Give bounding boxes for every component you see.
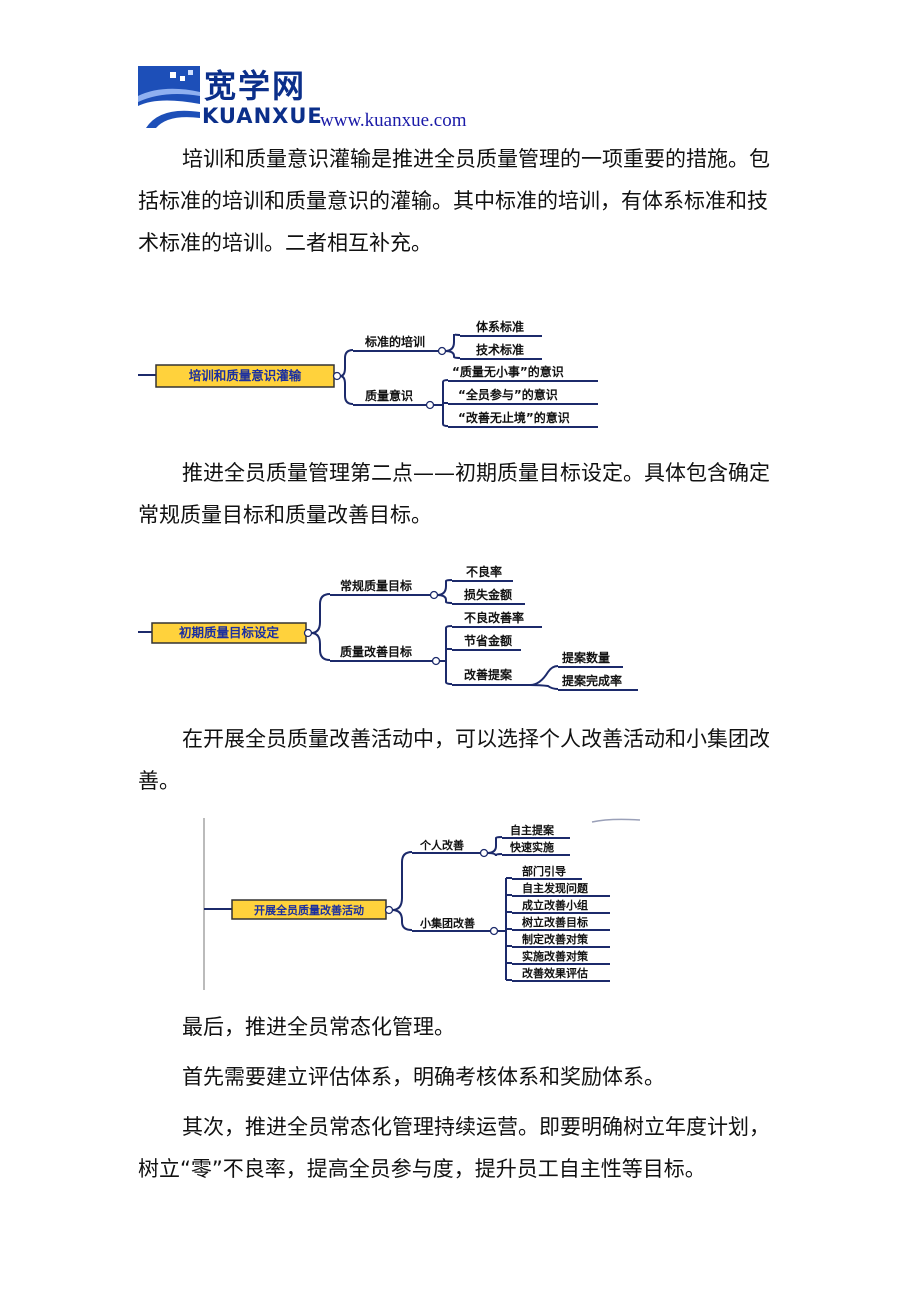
paragraph-improvement-activity: 在开展全员质量改善活动中，可以选择个人改善活动和小集团改善。 xyxy=(138,718,788,802)
paragraph-text: 最后，推进全员常态化管理。 xyxy=(182,1015,455,1039)
mindmap-quality-targets: 初期质量目标设定 常规质量目标 质量改善目标 不良率 损失金额 不良改善率 节省… xyxy=(138,562,643,698)
leaf-implement-countermeasures: 实施改善对策 xyxy=(522,949,589,963)
branch-group-improvement: 小集团改善 xyxy=(419,916,475,930)
mindmap-improvement-activity: 开展全员质量改善活动 个人改善 小集团改善 自主提案 快速实施 部门引导 自主发… xyxy=(200,818,645,992)
logo-chinese-name: 宽学网 xyxy=(204,67,307,105)
branch-regular-target: 常规质量目标 xyxy=(340,578,412,593)
branch-standard-training: 标准的培训 xyxy=(364,334,425,349)
leaf-self-proposal: 自主提案 xyxy=(510,823,555,837)
mindmap-root-label: 开展全员质量改善活动 xyxy=(254,903,364,917)
paragraph-finally: 最后，推进全员常态化管理。 xyxy=(138,1006,788,1048)
mindmap-training: 培训和质量意识灌输 标准的培训 质量意识 体系标准 技术标准 “质量无小事”的意… xyxy=(138,316,608,432)
leaf-quality-matters: “质量无小事”的意识 xyxy=(452,364,564,379)
site-header: 宽学网 KUANXUE www.kuanxue.com xyxy=(138,66,498,131)
paragraph-initial-targets: 推进全员质量管理第二点——初期质量目标设定。具体包含确定常规质量目标和质量改善目… xyxy=(138,452,788,536)
leaf-proposal-count: 提案数量 xyxy=(562,650,610,665)
leaf-defect-rate: 不良率 xyxy=(466,564,502,579)
leaf-savings-amount: 节省金额 xyxy=(464,633,512,648)
leaf-form-improvement-group: 成立改善小组 xyxy=(522,898,588,912)
site-url-link[interactable]: www.kuanxue.com xyxy=(320,110,467,131)
mindmap-root-label: 初期质量目标设定 xyxy=(179,625,280,640)
paragraph-text: 其次，推进全员常态化管理持续运营。即要明确树立年度计划，树立“零”不良率，提高全… xyxy=(138,1115,770,1181)
leaf-defect-improvement-rate: 不良改善率 xyxy=(464,610,524,625)
branch-quality-awareness: 质量意识 xyxy=(365,388,413,403)
paragraph-text: 在开展全员质量改善活动中，可以选择个人改善活动和小集团改善。 xyxy=(138,727,770,793)
logo-english-name: KUANXUE xyxy=(202,104,323,128)
branch-individual-improvement: 个人改善 xyxy=(419,838,464,852)
leaf-department-guidance: 部门引导 xyxy=(522,864,566,878)
leaf-quick-implementation: 快速实施 xyxy=(509,840,554,854)
leaf-endless-improvement: “改善无止境”的意识 xyxy=(458,410,570,425)
paragraph-text: 首先需要建立评估体系，明确考核体系和奖励体系。 xyxy=(182,1065,665,1089)
leaf-discover-problems: 自主发现问题 xyxy=(522,881,589,895)
leaf-proposal-completion-rate: 提案完成率 xyxy=(562,673,622,688)
mindmap-root-label: 培训和质量意识灌输 xyxy=(189,368,302,383)
paragraph-text: 推进全员质量管理第二点——初期质量目标设定。具体包含确定常规质量目标和质量改善目… xyxy=(138,461,770,527)
paragraph-text: 培训和质量意识灌输是推进全员质量管理的一项重要的措施。包括标准的培训和质量意识的… xyxy=(138,147,770,255)
kuanxue-logo-icon xyxy=(138,66,200,128)
branch-improvement-target: 质量改善目标 xyxy=(340,644,412,659)
leaf-system-standard: 体系标准 xyxy=(476,319,524,334)
leaf-make-countermeasures: 制定改善对策 xyxy=(522,932,589,946)
paragraph-training: 培训和质量意识灌输是推进全员质量管理的一项重要的措施。包括标准的培训和质量意识的… xyxy=(138,138,788,264)
paragraph-first: 首先需要建立评估体系，明确考核体系和奖励体系。 xyxy=(138,1056,788,1098)
leaf-loss-amount: 损失金额 xyxy=(464,587,512,602)
leaf-set-improvement-target: 树立改善目标 xyxy=(522,915,588,929)
leaf-all-participate: “全员参与”的意识 xyxy=(458,387,558,402)
branch-improvement-proposal: 改善提案 xyxy=(464,667,513,682)
paragraph-second: 其次，推进全员常态化管理持续运营。即要明确树立年度计划，树立“零”不良率，提高全… xyxy=(138,1106,788,1190)
leaf-technical-standard: 技术标准 xyxy=(476,342,524,357)
leaf-evaluate-results: 改善效果评估 xyxy=(522,966,588,980)
